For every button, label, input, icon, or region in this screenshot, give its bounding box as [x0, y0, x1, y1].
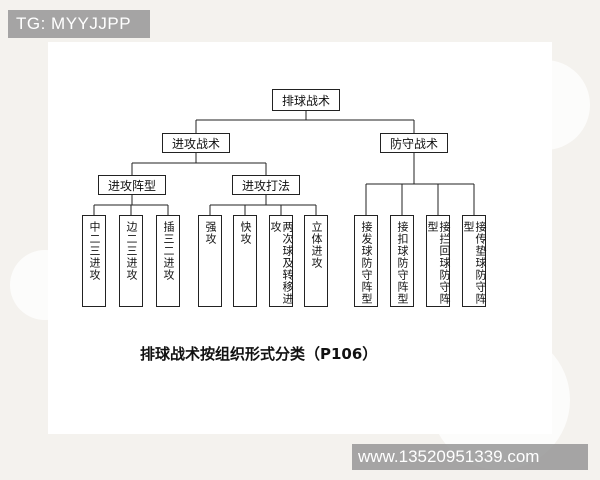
tg-watermark: TG: MYYJJPP	[8, 10, 150, 38]
node-two-ball-transfer-attack: 两次球及转移进攻	[269, 215, 294, 307]
connector-lines	[93, 111, 475, 215]
node-volleyball-tactics: 排球战术	[272, 89, 340, 111]
node-attack-method: 进攻打法	[232, 175, 300, 195]
node-side-23-attack: 边二三进攻	[119, 215, 143, 307]
node-defense-tactics: 防守战术	[380, 133, 448, 153]
node-attack-formation: 进攻阵型	[98, 175, 166, 195]
node-middle-23-attack: 中二三进攻	[82, 215, 106, 307]
website-watermark: www.13520951339.com	[352, 444, 588, 470]
node-power-attack: 强攻	[198, 215, 222, 307]
diagram-panel: 排球战术 进攻战术 防守战术 进攻阵型 进攻打法 中二三进攻 边二三进攻 插三二…	[48, 42, 552, 434]
node-spike-receive-defense: 接扣球防守阵型	[390, 215, 414, 307]
node-quick-attack: 快攻	[233, 215, 257, 307]
node-attack-tactics: 进攻战术	[162, 133, 230, 153]
diagram-caption: 排球战术按组织形式分类（P106）	[140, 345, 378, 363]
node-set-dig-defense: 接传垫球防守阵型	[462, 215, 487, 307]
node-serve-receive-defense: 接发球防守阵型	[354, 215, 378, 307]
node-three-dimensional-attack: 立体进攻	[304, 215, 328, 307]
node-block-return-defense: 接拦回球防守阵型	[426, 215, 451, 307]
node-insert-32-attack: 插三二进攻	[156, 215, 180, 307]
